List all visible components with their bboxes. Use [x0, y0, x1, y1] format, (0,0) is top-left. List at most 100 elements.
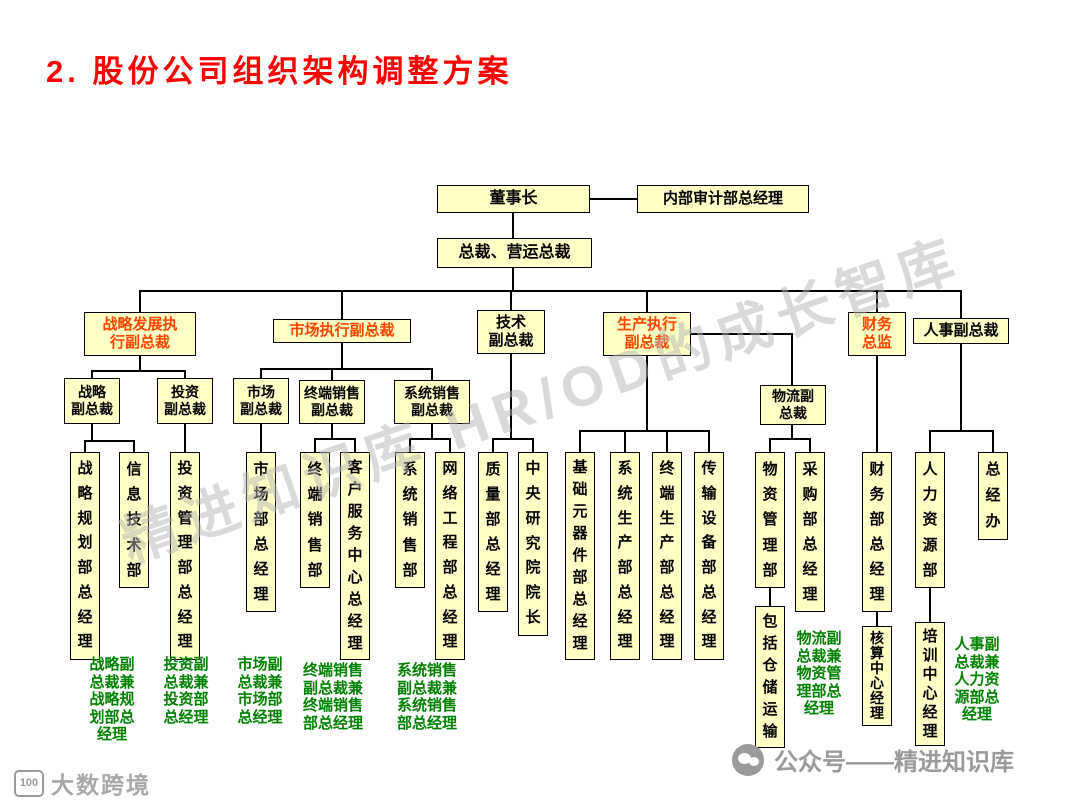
- connector-line: [708, 432, 710, 452]
- connector-line: [133, 442, 135, 452]
- connector-line: [431, 370, 433, 380]
- connector-line: [791, 333, 793, 385]
- org-node-transmission-equip-dept: 传 输 设 备 部 总 经 理: [694, 452, 724, 660]
- connector-line: [769, 438, 811, 440]
- connector-line: [331, 424, 333, 438]
- dashu-logo: 100 大数跨境: [14, 766, 151, 800]
- connector-line: [876, 292, 878, 312]
- connector-line: [646, 356, 648, 430]
- connector-line: [91, 370, 186, 372]
- connector-line: [876, 356, 878, 452]
- connector-line: [341, 343, 343, 368]
- connector-line: [260, 424, 262, 452]
- connector-line: [960, 344, 962, 430]
- annotation-hr-concurrent: 人事副 总裁兼 人力资 源部总 经理: [954, 636, 1000, 723]
- org-node-finance-director: 财务 总监: [848, 312, 906, 356]
- org-node-terminal-production-dept: 终 端 生 产 部 总 经 理: [652, 452, 682, 660]
- org-node-finance-dept: 财 务 部 总 经 理: [862, 452, 892, 612]
- connector-line: [960, 292, 962, 318]
- connector-line: [929, 432, 931, 452]
- connector-line: [431, 424, 433, 438]
- connector-line: [409, 438, 451, 440]
- org-node-general-office: 总 经 办: [978, 452, 1008, 540]
- org-node-hr-dept: 人 力 资 源 部: [915, 452, 945, 588]
- org-node-info-tech-dept: 信 息 技 术 部: [119, 452, 149, 588]
- wechat-account-text: 公众号——精进知识库: [774, 749, 1014, 776]
- connector-line: [314, 438, 356, 440]
- connector-line: [646, 292, 648, 312]
- dashu-logo-icon-text: 100: [19, 777, 39, 789]
- connector-line: [769, 588, 771, 606]
- slide-title: 2. 股份公司组织架构调整方案: [46, 54, 513, 89]
- org-node-customer-service-center: 客 户 服 务 中 心 总 经 理: [340, 452, 370, 660]
- connector-line: [590, 198, 637, 200]
- connector-line: [512, 213, 514, 238]
- wechat-bubble-small: [749, 756, 759, 766]
- org-node-hr-vp: 人事副总裁: [913, 318, 1009, 344]
- org-node-procurement-dept: 采 购 部 总 经 理: [795, 452, 825, 612]
- org-node-terminal-sales-vp: 终端销售 副总裁: [299, 380, 365, 424]
- org-node-terminal-sales-dept: 终 端 销 售 部: [300, 452, 330, 588]
- dashu-logo-text: 大数跨境: [51, 772, 151, 798]
- connector-line: [91, 424, 93, 440]
- org-node-market-dept: 市 场 部 总 经 理: [246, 452, 276, 612]
- dashu-logo-icon: 100: [14, 769, 44, 797]
- org-node-basic-components-dept: 基 础 元 器 件 部 总 经 理: [565, 452, 595, 660]
- org-node-market-vp: 市场 副总裁: [233, 378, 289, 424]
- connector-line: [184, 372, 186, 378]
- connector-line: [624, 432, 626, 452]
- org-node-training-center: 培 训 中 心 经 理: [915, 622, 945, 746]
- annotation-terminal-concurrent: 终端销售 副总裁兼 终端销售 部总经理: [302, 662, 363, 732]
- org-node-warehouse-transport: 包 括 仓 储 运 输: [755, 606, 785, 748]
- connector-line: [139, 292, 141, 312]
- connector-line: [139, 356, 141, 370]
- connector-line: [314, 440, 316, 452]
- connector-line: [492, 440, 494, 452]
- wechat-bubble-large: [738, 752, 751, 764]
- connector-line: [876, 612, 878, 626]
- connector-line: [84, 442, 86, 452]
- org-node-central-research-institute: 中 央 研 究 院 院 长: [518, 452, 548, 636]
- connector-line: [666, 432, 668, 452]
- org-node-network-eng-dept: 网 络 工 程 部 总 经 理: [435, 452, 465, 660]
- connector-line: [510, 354, 512, 438]
- connector-line: [91, 372, 93, 378]
- org-node-chairman: 董事长: [437, 185, 590, 213]
- org-node-strategy-exec-vp: 战略发展执 行副总裁: [84, 312, 196, 356]
- connector-line: [769, 440, 771, 452]
- org-node-system-sales-vp: 系统销售 副总裁: [394, 380, 470, 424]
- org-node-system-production-dept: 系 统 生 产 部 总 经 理: [610, 452, 640, 660]
- wechat-icon: [732, 743, 764, 776]
- org-node-quality-dept: 质 量 部 总 经 理: [478, 452, 508, 612]
- org-node-audit-gm: 内部审计部总经理: [637, 185, 809, 213]
- annotation-system-concurrent: 系统销售 副总裁兼 系统销售 部总经理: [396, 662, 457, 732]
- annotation-strategy-concurrent: 战略副 总裁兼 战略规 划部总 经理: [89, 656, 135, 743]
- connector-line: [791, 425, 793, 438]
- annotation-logistics-concurrent: 物流副 总裁兼 物资管 理部总 经理: [796, 630, 842, 717]
- connector-line: [510, 292, 512, 310]
- connector-line: [512, 268, 514, 292]
- annotation-investment-concurrent: 投资副 总裁兼 投资部 总经理: [163, 656, 209, 726]
- connector-line: [409, 440, 411, 452]
- connector-line: [260, 368, 433, 370]
- org-node-strategy-vp: 战略 副总裁: [64, 378, 120, 424]
- connector-line: [139, 290, 962, 292]
- org-node-production-exec-vp: 生产执行 副总裁: [603, 312, 691, 356]
- connector-line: [260, 370, 262, 378]
- connector-line: [929, 588, 931, 622]
- org-node-market-exec-vp: 市场执行副总裁: [273, 319, 411, 343]
- connector-line: [354, 440, 356, 452]
- connector-line: [341, 292, 343, 319]
- org-node-president: 总裁、营运总裁: [437, 238, 592, 268]
- connector-line: [331, 370, 333, 380]
- connector-line: [532, 440, 534, 452]
- connector-line: [449, 440, 451, 452]
- org-node-investment-vp: 投资 副总裁: [157, 378, 213, 424]
- connector-line: [184, 424, 186, 452]
- connector-line: [992, 432, 994, 452]
- connector-line: [691, 333, 793, 335]
